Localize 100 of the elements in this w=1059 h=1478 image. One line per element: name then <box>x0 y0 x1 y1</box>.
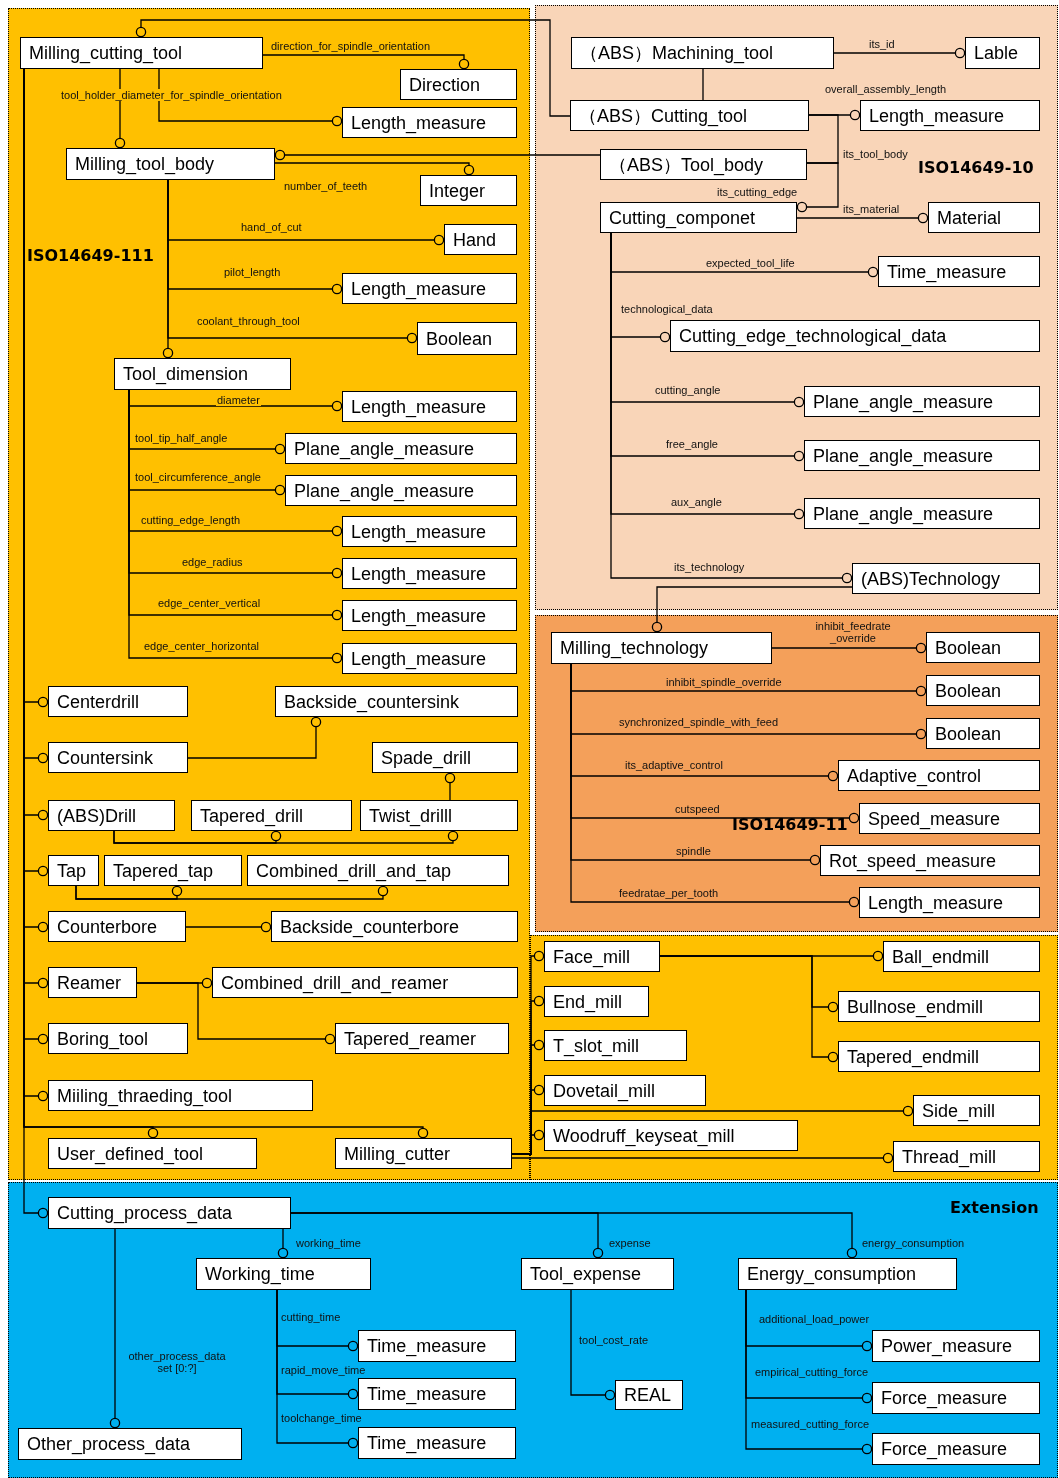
connector-line <box>162 179 174 359</box>
entity-box: Boolean <box>926 632 1040 663</box>
edge-label: tool_cost_rate <box>578 1334 650 1346</box>
entity-box: Spade_drill <box>372 742 518 773</box>
entity-box: Speed_measure <box>859 803 1040 834</box>
entity-box: REAL <box>615 1380 683 1410</box>
edge-label: cutting_time <box>280 1311 342 1323</box>
edge-label: cutting_angle <box>654 384 722 396</box>
entity-box: Integer <box>420 175 517 206</box>
entity-box: Tapered_endmill <box>838 1041 1040 1072</box>
connector-line <box>511 1152 894 1164</box>
entity-box: Counterbore <box>48 911 186 942</box>
edge-label: its_id <box>868 38 896 50</box>
entity-box: Length_measure <box>342 643 517 674</box>
entity-box: Material <box>928 202 1040 233</box>
edge-label: edge_center_vertical <box>157 597 262 609</box>
entity-box: Time_measure <box>358 1330 516 1362</box>
edge-label: its_material <box>842 203 901 215</box>
entity-box: Cutting_edge_technological_data <box>670 320 1040 352</box>
connector-line <box>135 19 571 117</box>
entity-box: (ABS)Drill <box>48 800 175 831</box>
entity-box: （ABS）Machining_tool <box>571 37 834 69</box>
entity-box: Milling_technology <box>551 632 772 664</box>
connector-line <box>796 162 839 213</box>
entity-box: Plane_angle_measure <box>804 498 1040 529</box>
connector-line <box>651 586 853 633</box>
entity-box: Tapered_reamer <box>335 1023 509 1054</box>
edge-label: rapid_move_time <box>280 1364 367 1376</box>
edge-label: cutting_edge_length <box>140 514 242 526</box>
entity-box: Woodruff_keyseat_mill <box>544 1120 798 1151</box>
entity-box: Thread_mill <box>893 1141 1040 1172</box>
entity-box: Boring_tool <box>48 1023 188 1054</box>
entity-box: Length_measure <box>342 107 517 138</box>
entity-box: Adaptive_control <box>838 760 1040 791</box>
edge-label: tool_holder_diameter_for_spindle_orientation <box>60 89 283 101</box>
edge-label: free_angle <box>665 438 719 450</box>
connector-line <box>444 772 456 801</box>
entity-box: （ABS）Cutting_tool <box>570 100 809 131</box>
edge-label: aux_angle <box>670 496 723 508</box>
entity-box: Milling_cutting_tool <box>20 37 263 69</box>
edge-label: its_adaptive_control <box>624 759 724 771</box>
entity-box: Combined_drill_and_tap <box>247 855 509 886</box>
connector-line <box>570 1289 616 1401</box>
edge-label: its_cutting_edge <box>716 186 799 198</box>
entity-box: Length_measure <box>859 887 1040 918</box>
edge-label: feedratae_per_tooth <box>618 887 720 899</box>
entity-box: Time_measure <box>878 256 1040 287</box>
entity-box: Other_process_data <box>18 1428 242 1460</box>
connector-line <box>276 1289 359 1449</box>
edge-label: inhibit_spindle_override <box>665 676 783 688</box>
entity-box: Rot_speed_measure <box>820 845 1040 876</box>
entity-box: Lable <box>965 37 1040 69</box>
connector-line <box>771 642 927 654</box>
entity-box: Boolean <box>926 675 1040 706</box>
edge-label: technological_data <box>620 303 714 315</box>
edge-label: toolchange_time <box>280 1412 363 1424</box>
connector-line <box>659 955 839 1063</box>
entity-box: Backside_counterbore <box>271 911 518 942</box>
entity-box: Length_measure <box>342 516 517 547</box>
entity-box: Hand <box>444 224 517 255</box>
entity-box: Ball_endmill <box>883 941 1040 972</box>
entity-box: Tapered_tap <box>104 855 242 886</box>
region-panel <box>535 5 1058 610</box>
entity-box: Combined_drill_and_reamer <box>212 967 518 998</box>
entity-box: Plane_angle_measure <box>285 433 517 464</box>
entity-box: Length_measure <box>342 558 517 589</box>
entity-box: Bullnose_endmill <box>838 991 1040 1022</box>
entity-box: Force_measure <box>872 1433 1040 1465</box>
edge-label: tool_circumference_angle <box>134 471 262 483</box>
region-panel <box>8 8 530 1180</box>
entity-box: Time_measure <box>358 1427 516 1459</box>
entity-box: Cutting_componet <box>600 202 797 233</box>
entity-box: User_defined_tool <box>48 1138 257 1169</box>
connector-line <box>290 1212 858 1259</box>
edge-label: number_of_teeth <box>283 180 369 192</box>
region-panel <box>8 1182 1058 1478</box>
entity-box: T_slot_mill <box>544 1030 687 1061</box>
connector-line <box>274 149 601 161</box>
entity-box: Milling_tool_body <box>66 148 275 180</box>
connector-line <box>806 114 839 164</box>
entity-box: Cutting_process_data <box>48 1197 291 1229</box>
edge-label: direction_for_spindle_orientation <box>270 40 431 52</box>
entity-box: End_mill <box>544 986 649 1017</box>
edge-label: hand_of_cut <box>240 221 303 233</box>
edge-label: measured_cutting_force <box>750 1418 870 1430</box>
entity-box: Centerdrill <box>48 686 188 717</box>
entity-box: Countersink <box>48 742 188 773</box>
entity-box: Length_measure <box>342 600 517 631</box>
entity-box: Working_time <box>196 1258 371 1290</box>
connector-line <box>136 982 336 1045</box>
edge-label: cutspeed <box>674 803 721 815</box>
entity-box: Force_measure <box>872 1382 1040 1414</box>
entity-box: Milling_cutter <box>335 1138 512 1169</box>
entity-box: Length_measure <box>860 100 1040 131</box>
region-label: ISO14649-10 <box>918 158 1034 177</box>
connector-line <box>109 1228 121 1429</box>
entity-box: Plane_angle_measure <box>804 386 1040 417</box>
region-label: ISO14649-111 <box>27 246 154 265</box>
entity-box: Boolean <box>926 718 1040 749</box>
edge-label: additional_load_power <box>758 1313 871 1325</box>
